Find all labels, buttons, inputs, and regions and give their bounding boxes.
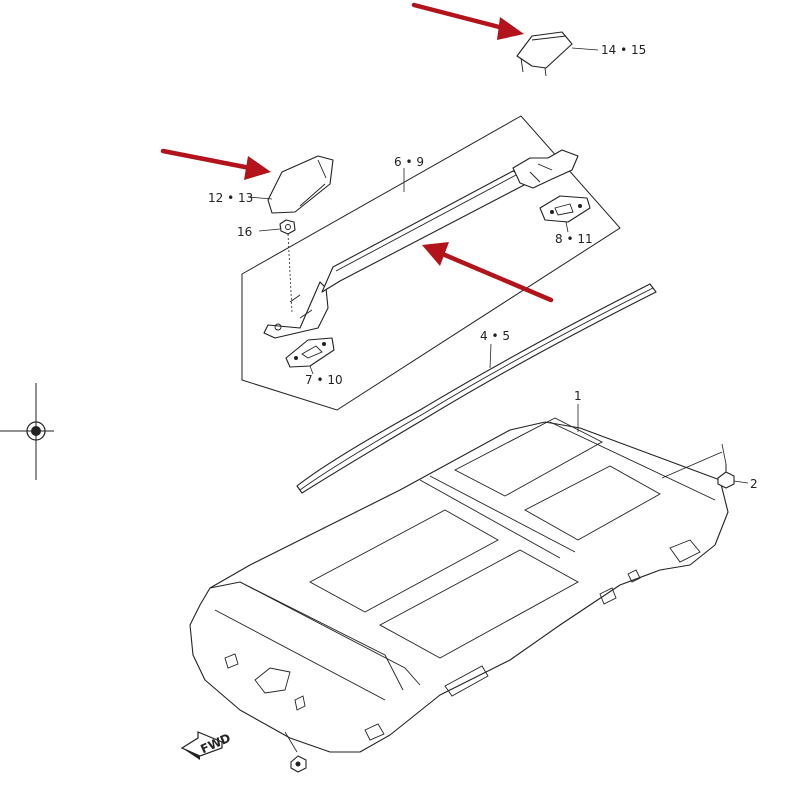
registration-crosshair-icon [0, 383, 54, 480]
rail-base-pad-rear [539, 195, 591, 223]
headliner-panel [189, 417, 729, 753]
rail-base-pad-front [285, 337, 335, 368]
clip-icon [717, 443, 735, 489]
highlight-arrow-roof-rail [422, 242, 554, 303]
roof-rail [263, 149, 579, 339]
callout-4-5: 4 • 5 [480, 329, 510, 343]
callout-6-9: 6 • 9 [394, 155, 424, 169]
highlight-arrow-front-cover [160, 148, 271, 180]
callout-1: 1 [574, 389, 582, 403]
callout-8-11: 8 • 11 [555, 232, 593, 246]
highlight-arrow-rear-cover [411, 2, 524, 40]
callout-2: 2 [750, 477, 758, 491]
callout-16: 16 [237, 225, 252, 239]
callout-7-10: 7 • 10 [305, 373, 343, 387]
roof-rail-front-cover [267, 155, 334, 214]
callout-14-15: 14 • 15 [601, 43, 646, 57]
lower-fastener-icon [284, 731, 307, 773]
callout-12-13: 12 • 13 [208, 191, 253, 205]
roof-rail-rear-cover [516, 31, 573, 77]
roof-molding-strip [296, 283, 657, 494]
nut-icon [279, 219, 296, 313]
fwd-direction-arrow-icon: FWD [180, 731, 233, 760]
roof-rail-assembly-box [241, 115, 621, 411]
